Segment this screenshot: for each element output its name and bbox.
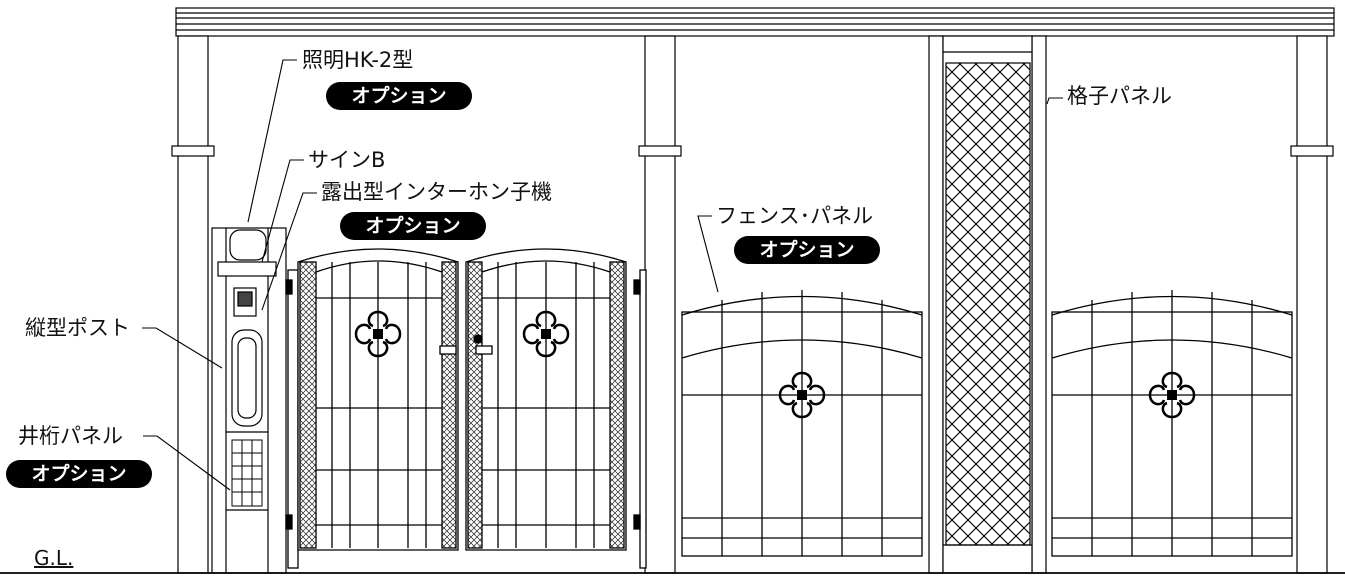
column-center <box>638 35 682 574</box>
sign-label: サインB <box>308 148 386 172</box>
double-gate <box>285 248 647 569</box>
ground-level-label: G.L. <box>34 546 74 570</box>
light-label: 照明HK-2型 <box>302 48 414 72</box>
intercom-label: 露出型インターホン子機 <box>321 180 552 204</box>
igeta-option-badge: オプション <box>6 460 152 488</box>
leader-lines <box>142 59 1063 491</box>
lattice-label: 格子パネル <box>1067 84 1172 108</box>
intercom-option-badge: オプション <box>340 212 486 240</box>
column-left <box>171 35 215 574</box>
fence-panel-right <box>1051 290 1293 557</box>
lattice-panel <box>928 35 1047 574</box>
igeta-label: 井桁パネル <box>18 424 123 448</box>
vertical-mailbox-post <box>211 227 287 574</box>
column-right <box>1290 35 1334 574</box>
fence-label: フェンス･パネル <box>716 204 874 228</box>
post-label: 縦型ポスト <box>25 316 130 340</box>
roof-beam <box>175 7 1335 37</box>
fence-panel-left <box>681 290 923 557</box>
igeta-panel <box>231 439 263 507</box>
light-option-badge: オプション <box>326 82 472 110</box>
fence-option-badge: オプション <box>734 236 880 264</box>
